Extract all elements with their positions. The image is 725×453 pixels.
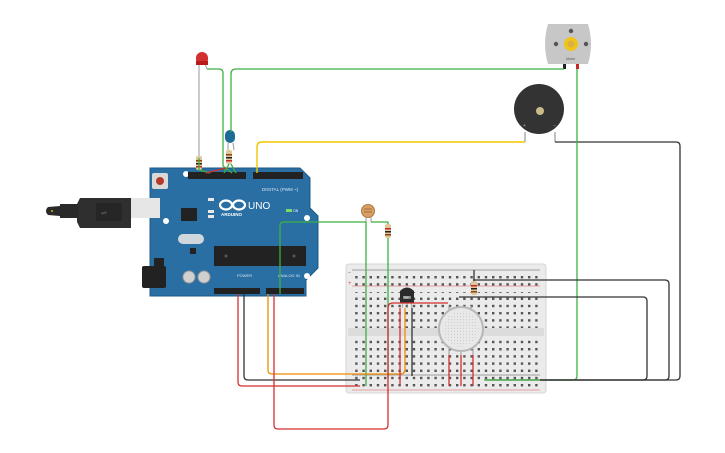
gear-icon (564, 37, 578, 51)
power-led (286, 209, 292, 212)
rx-led (208, 215, 214, 218)
atmega-chip (214, 246, 306, 266)
power-jack[interactable] (142, 266, 166, 288)
wire-red-a1[interactable] (273, 294, 448, 430)
tmp-label: TMP (404, 297, 410, 300)
reset-button-cap[interactable] (156, 177, 164, 185)
usb-chip (181, 208, 197, 221)
rail-holes-bottom-1 (352, 376, 538, 384)
digital-header-right[interactable] (253, 172, 303, 179)
capacitor (182, 270, 196, 284)
wire-green-blue-led-2[interactable] (230, 163, 237, 174)
temperature-sensor[interactable]: TMP (400, 287, 414, 309)
power-label: POWER (237, 273, 252, 278)
rail-holes-top-2 (352, 279, 538, 287)
small-chip (190, 248, 196, 254)
rail-minus-label: − (348, 270, 351, 276)
wire-black-gas-sensor-1[interactable] (473, 279, 670, 381)
arduino-logo-icon (218, 199, 247, 211)
wire-green-red-led-resistor[interactable] (198, 158, 211, 174)
mounting-hole (163, 218, 169, 224)
dc-motor[interactable]: Motor (545, 24, 591, 69)
l-led (208, 198, 214, 201)
wire-black-gas-sensor-2[interactable] (459, 296, 648, 381)
gas-sensor[interactable] (438, 306, 484, 355)
usb-port (130, 198, 160, 218)
wire-red-led-ground[interactable] (205, 167, 227, 174)
mounting-hole (304, 215, 310, 221)
usb-symbol-icon: ⇌ (101, 210, 107, 217)
wire-black-buzzer-ground[interactable] (486, 141, 681, 381)
arduino-uno-board[interactable]: DIGITAL (PWM ~) UNO ARDUINO ON POWER (142, 167, 319, 297)
usb-cable[interactable]: ⇌ (46, 198, 160, 228)
power-header[interactable] (214, 288, 260, 294)
analog-header[interactable] (266, 288, 304, 294)
blue-led[interactable] (225, 130, 235, 151)
resistor-photoresistor[interactable] (385, 224, 391, 238)
crystal-oscillator (178, 234, 204, 244)
wire-green-analog[interactable] (279, 221, 367, 386)
analog-label: ANALOG IN (278, 273, 300, 278)
motor-label: Motor (566, 57, 576, 61)
mounting-hole (304, 273, 310, 279)
wire-green-photo-link[interactable] (371, 221, 389, 224)
wire-black-gnd[interactable] (243, 294, 360, 381)
buzzer-minus-label: − (553, 123, 556, 129)
buzzer-plus-label: + (523, 123, 526, 129)
uno-label: UNO (248, 201, 270, 212)
tmp-label-plate (403, 296, 411, 299)
wire-green-blue-led[interactable] (223, 163, 230, 174)
mounting-hole (183, 171, 189, 177)
on-label: ON (293, 209, 299, 213)
wire-yellow-buzzer[interactable] (256, 141, 525, 173)
chip-notch (292, 254, 296, 258)
red-led[interactable] (196, 52, 208, 158)
wire-red-5v[interactable] (237, 294, 360, 387)
motor-terminal-positive[interactable] (576, 64, 579, 69)
rail-plus-label: + (348, 281, 352, 287)
arduino-brand-label: ARDUINO (221, 212, 242, 217)
chip-notch (224, 254, 228, 258)
resistor-blue-led[interactable] (226, 150, 232, 164)
tx-led (208, 210, 214, 213)
rail-holes-top-1 (352, 272, 538, 280)
capacitor (197, 270, 211, 284)
photoresistor[interactable] (361, 204, 375, 223)
digital-header-left[interactable] (188, 172, 246, 179)
rail-holes-bottom-2 (352, 382, 538, 390)
wire-green-motor[interactable] (230, 68, 564, 132)
motor-terminal-negative[interactable] (563, 64, 566, 69)
digital-label: DIGITAL (PWM ~) (262, 187, 299, 192)
wire-green-red-led[interactable] (207, 68, 233, 174)
cable-tip-icon (51, 210, 53, 212)
wires (198, 68, 681, 430)
wire-orange-a0[interactable] (267, 294, 406, 375)
resistor-gas-sensor[interactable] (471, 281, 477, 295)
piezo-buzzer[interactable]: + − (514, 84, 564, 142)
